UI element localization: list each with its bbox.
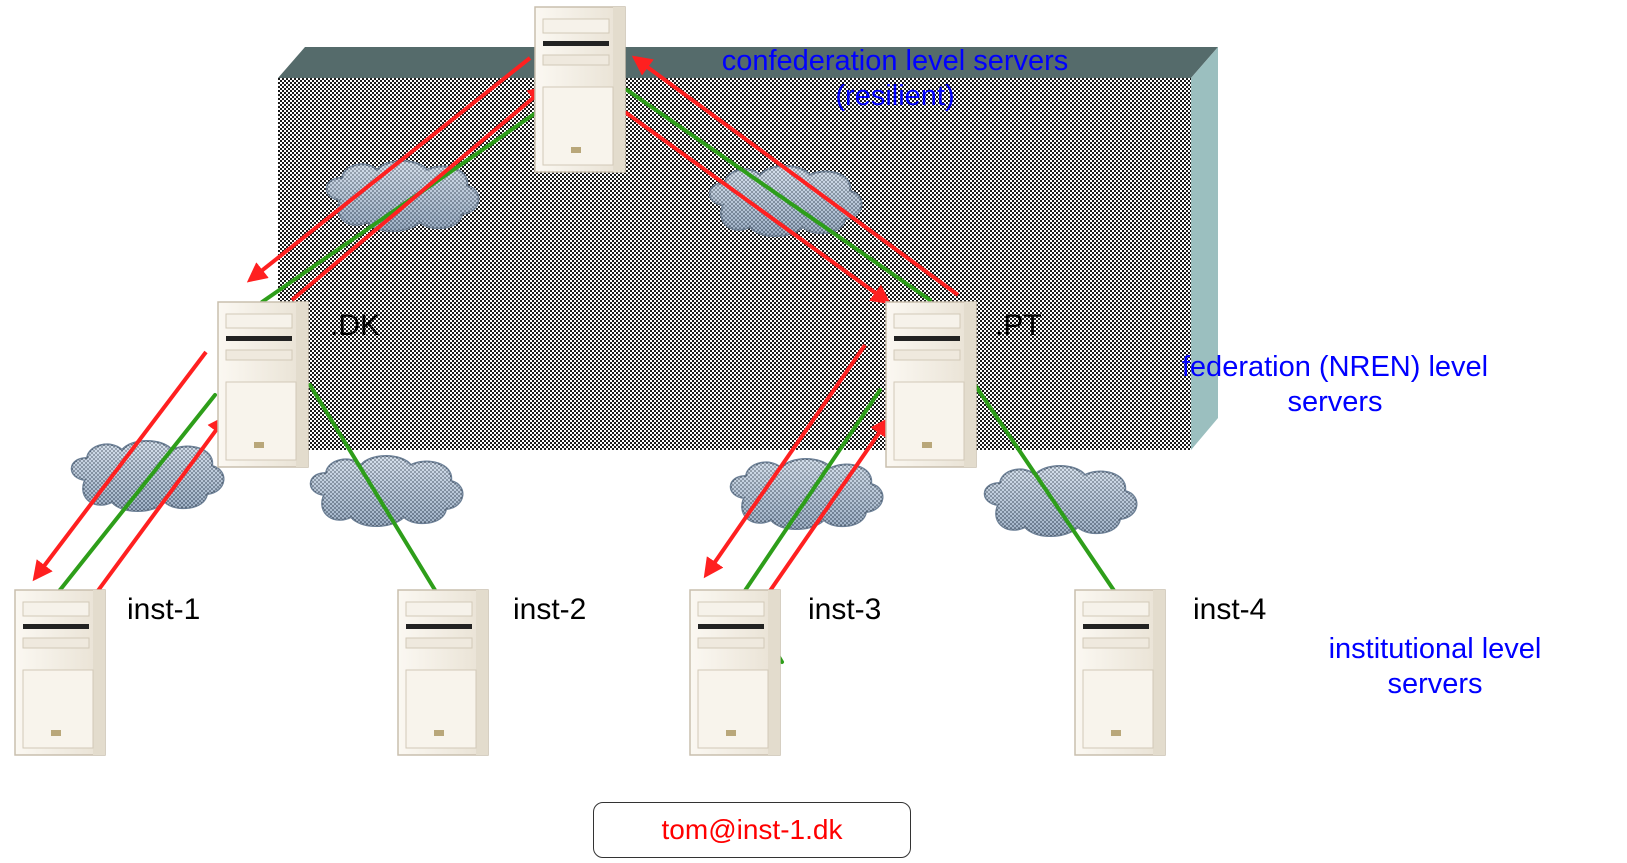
cloud-icon — [325, 160, 480, 232]
inst-1-server-icon — [14, 589, 106, 756]
confederation-caption-line-2: (resilient) — [835, 79, 955, 112]
institutional-caption-line-1: institutional level — [1328, 633, 1542, 665]
confederation-caption-line-1: confederation level servers — [721, 45, 1069, 77]
inst-4-server-icon — [1074, 589, 1166, 756]
pt-server-icon — [885, 301, 977, 468]
confederation-server-icon — [534, 6, 626, 173]
cloud-icon — [729, 458, 884, 530]
inst-3-server-icon — [689, 589, 781, 756]
federation-caption-line-2: servers — [1287, 385, 1383, 418]
inst-2-server-icon — [397, 589, 489, 756]
pt-label: .PT — [995, 309, 1042, 342]
inst-1-label: inst-1 — [127, 593, 201, 626]
federation-caption: federation (NREN) level servers — [1135, 350, 1535, 420]
inst-3-label: inst-3 — [808, 593, 882, 626]
request-arrows — [32, 55, 960, 600]
slab-front — [278, 78, 1191, 450]
confederation-caption: confederation level servers (resilient) — [660, 44, 1130, 114]
user-address-box: tom@inst-1.dk — [593, 802, 911, 858]
cloud-icon — [309, 455, 464, 527]
dk-label: .DK — [330, 309, 381, 342]
federation-caption-line-1: federation (NREN) level — [1181, 351, 1489, 383]
cloud-icon — [983, 465, 1138, 537]
slab-side — [1191, 47, 1218, 450]
user-address: tom@inst-1.dk — [661, 814, 843, 845]
dk-server-icon — [217, 301, 309, 468]
inst-4-label: inst-4 — [1193, 593, 1267, 626]
institutional-caption-line-2: servers — [1387, 667, 1483, 700]
inst-2-label: inst-2 — [513, 593, 587, 626]
institutional-caption: institutional level servers — [1270, 632, 1600, 702]
